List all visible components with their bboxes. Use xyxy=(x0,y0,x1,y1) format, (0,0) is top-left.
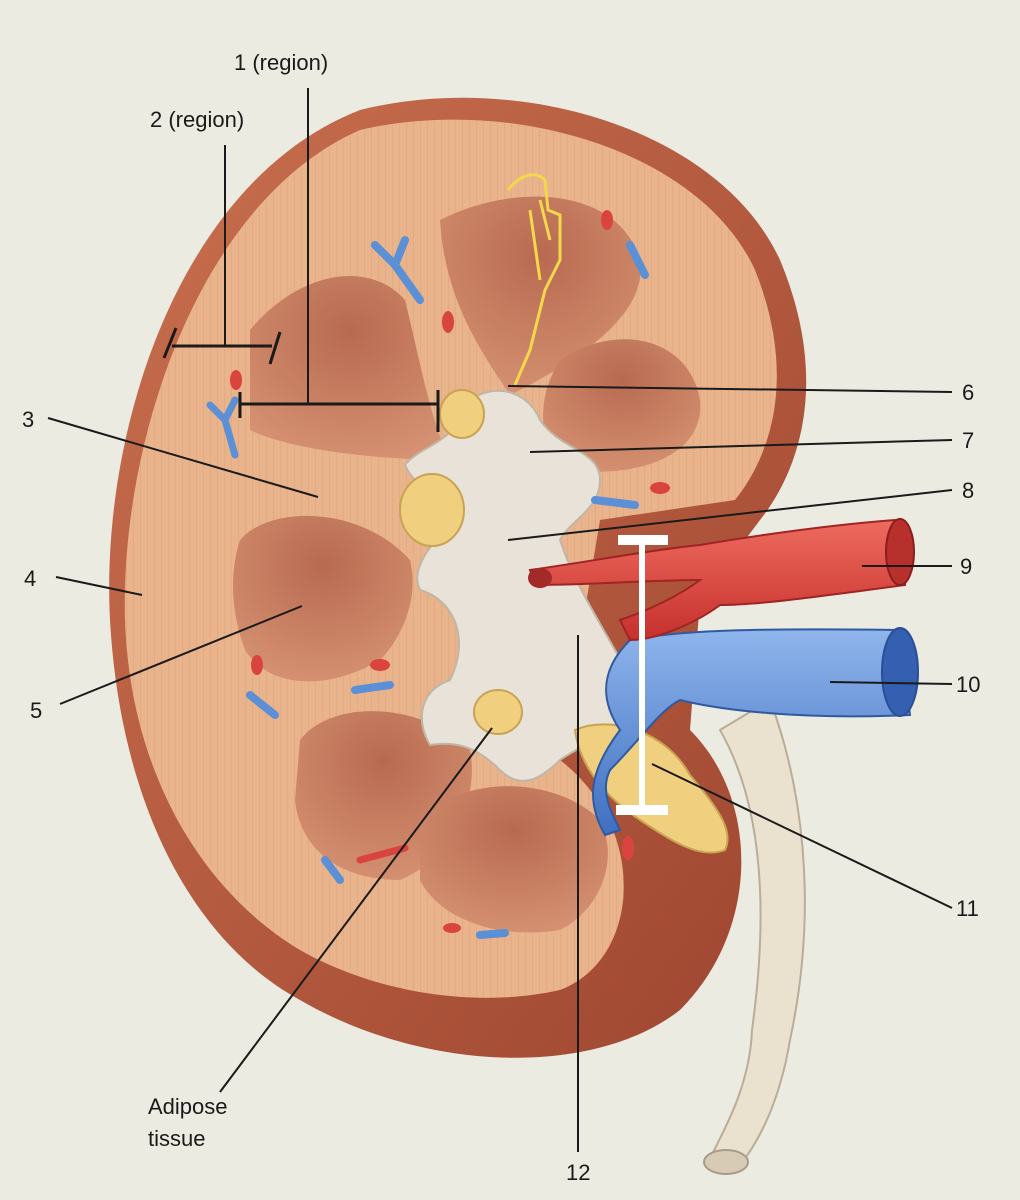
label-3: 3 xyxy=(22,407,34,432)
label-adipose-line2: tissue xyxy=(148,1126,205,1151)
label-5: 5 xyxy=(30,698,42,723)
region-bracket-2 xyxy=(162,145,282,365)
pyramid-lower-center xyxy=(420,786,608,933)
label-10: 10 xyxy=(956,672,980,697)
label-9: 9 xyxy=(960,554,972,579)
leader-lines xyxy=(47,385,953,1152)
label-1-region: 1 (region) xyxy=(234,50,328,75)
renal-vein xyxy=(592,628,912,837)
interlobar-vessels xyxy=(206,210,670,939)
renal-vein-opening xyxy=(881,627,919,717)
label-12: 12 xyxy=(566,1160,590,1185)
region-bracket-1 xyxy=(238,88,440,432)
fat-deposit xyxy=(399,473,465,547)
pyramid-upper-left xyxy=(250,276,450,460)
label-adipose-line1: Adipose xyxy=(148,1094,228,1119)
pyramid-upper-right xyxy=(543,339,701,472)
renal-artery-opening xyxy=(885,518,915,586)
ureter-opening xyxy=(703,1149,749,1175)
label-11: 11 xyxy=(956,896,979,921)
artery-branch-opening xyxy=(528,568,552,588)
pyramid-middle-left xyxy=(233,515,413,682)
renal-artery xyxy=(528,518,907,642)
label-7: 7 xyxy=(962,428,974,453)
nephron xyxy=(506,173,562,386)
fat-deposit xyxy=(439,389,485,439)
hilum-bracket xyxy=(616,535,668,815)
label-6: 6 xyxy=(962,380,974,405)
label-4: 4 xyxy=(24,566,36,591)
label-2-region: 2 (region) xyxy=(150,107,244,132)
label-8: 8 xyxy=(962,478,974,503)
fat-deposit xyxy=(473,689,523,735)
